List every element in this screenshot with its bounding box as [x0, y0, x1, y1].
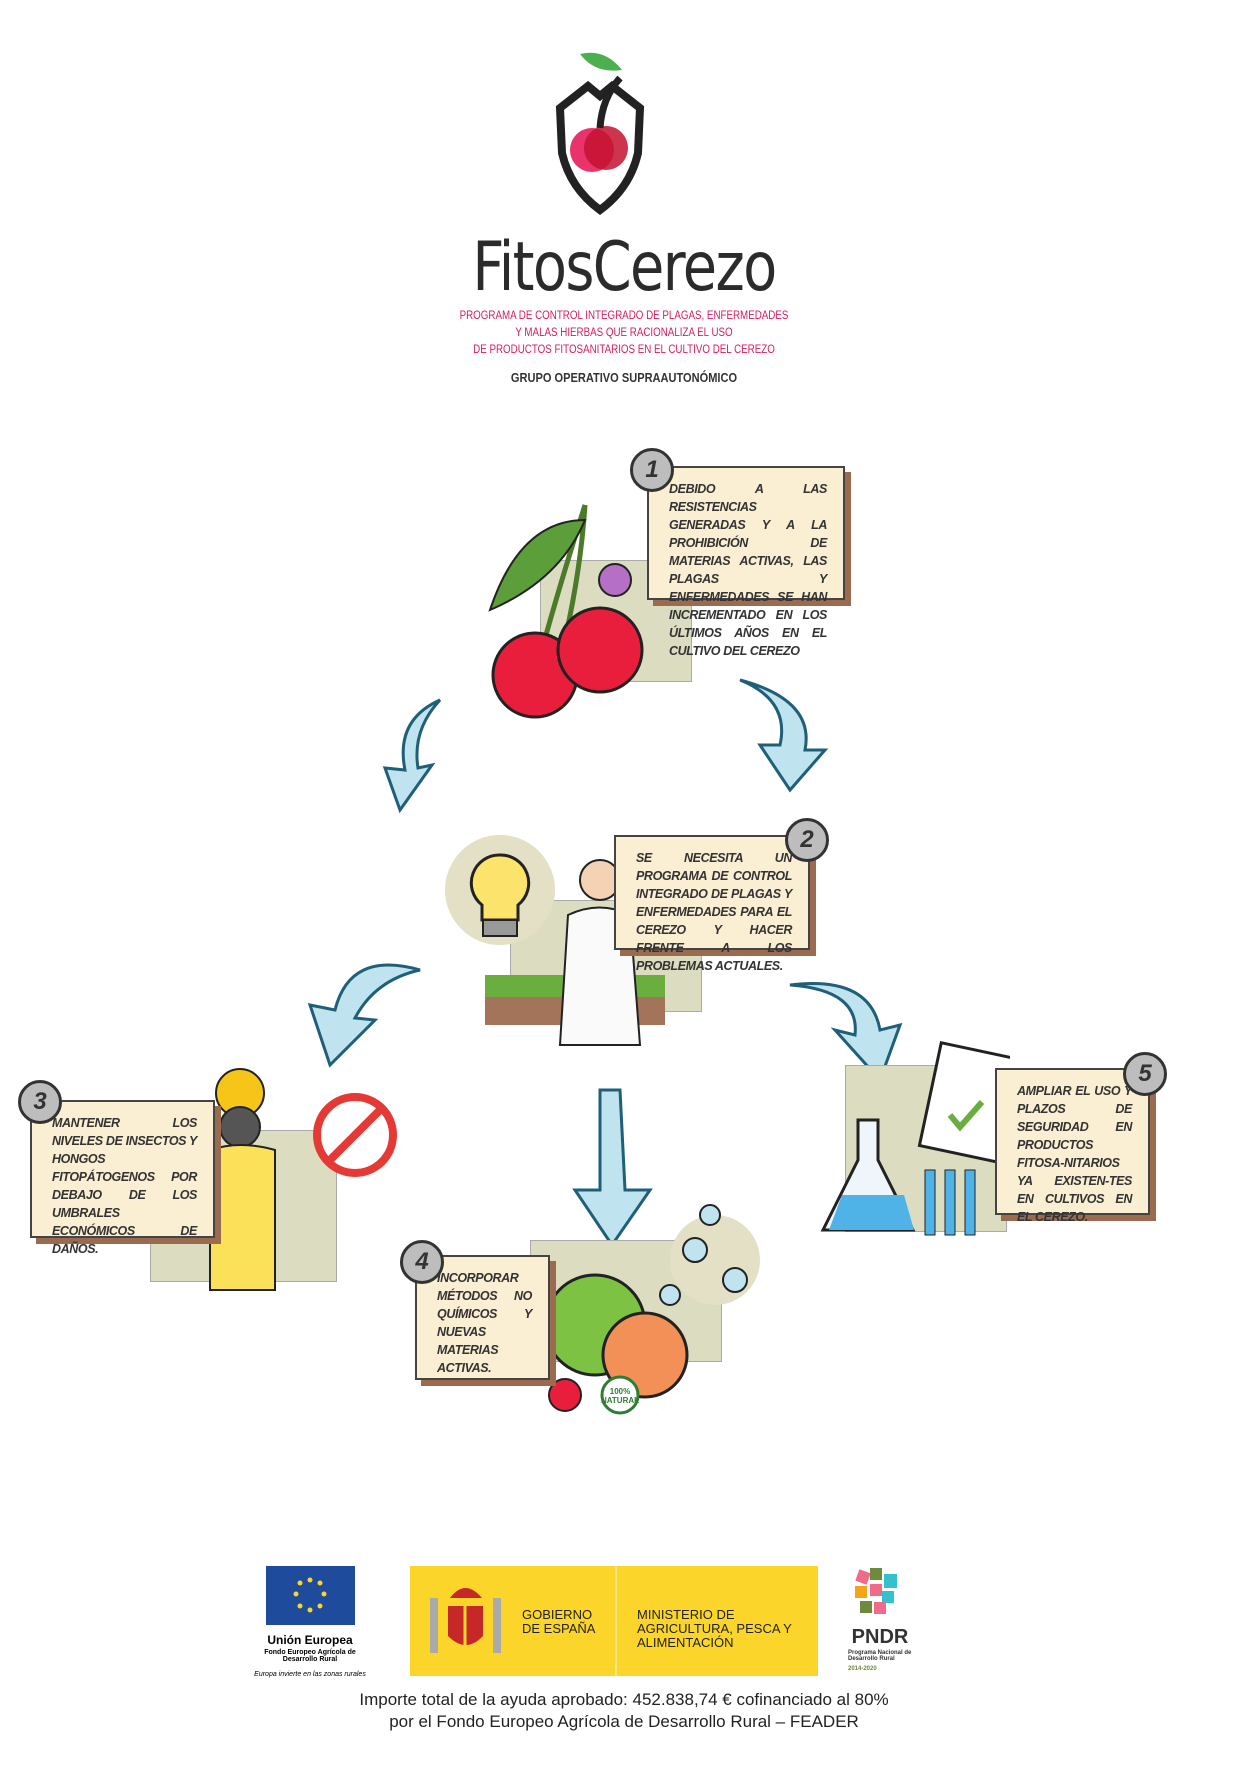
- step-3-box: Mantener los niveles de insectos y hongo…: [30, 1100, 215, 1256]
- step-4-badge: 4: [400, 1240, 444, 1284]
- step-2-text: Se necesita un programa de control integ…: [636, 851, 792, 973]
- step-5-text: Ampliar el uso y plazos de seguridad en …: [1017, 1084, 1132, 1224]
- cherries-illustration: [488, 504, 644, 719]
- cherry-shield-logo: [555, 52, 645, 215]
- subtitle-line: DE PRODUCTOS FITOSANITARIOS EN EL CULTIV…: [473, 344, 775, 356]
- step-4-box: Incorporar métodos no químicos y nuevas …: [415, 1255, 550, 1380]
- eu-fund: Fondo Europeo Agrícola de Desarrollo Rur…: [264, 1649, 356, 1663]
- eu-motto: Europa invierte en las zonas rurales: [254, 1671, 366, 1678]
- lab-clipboard-illustration: [820, 1040, 1010, 1236]
- step-1-text: Debido a las resistencias generadas y a …: [669, 482, 827, 658]
- fruits-molecule-illustration: [543, 1204, 760, 1415]
- government-banner: GOBIERNO DE ESPAÑA MINISTERIO DE AGRICUL…: [410, 1566, 818, 1676]
- sprayer-worker-illustration: [209, 1068, 397, 1291]
- pndr-years: 2014-2020: [848, 1666, 877, 1672]
- subtitle-line: Y MALAS HIERBAS QUE RACIONALIZA EL USO: [515, 327, 733, 339]
- pndr-name: PNDR: [851, 1626, 909, 1648]
- eu-flag: [266, 1566, 355, 1625]
- spain-coat-of-arms: [430, 1588, 501, 1653]
- pndr-desc: Programa Nacional de Desarrollo Rural: [848, 1650, 912, 1662]
- arrow-icon: [382, 698, 442, 814]
- step-2-box: Se necesita un programa de control integ…: [614, 835, 810, 973]
- step-1-badge: 1: [630, 448, 674, 492]
- eu-name: Unión Europea: [267, 1633, 353, 1647]
- group-label: GRUPO OPERATIVO SUPRAAUTONÓMICO: [510, 370, 738, 385]
- subtitle-line: PROGRAMA DE CONTROL INTEGRADO DE PLAGAS,…: [459, 310, 789, 322]
- step-4-text: Incorporar métodos no químicos y nuevas …: [437, 1271, 532, 1375]
- ministerio-label: MINISTERIO DE AGRICULTURA, PESCA Y ALIME…: [637, 1607, 792, 1650]
- arrow-icon: [307, 963, 421, 1068]
- app-title: FitosCerezo: [472, 228, 777, 307]
- natural-badge: 100% NATURAL: [600, 1387, 640, 1405]
- step-2-badge: 2: [785, 818, 829, 862]
- step-1-box: Debido a las resistencias generadas y a …: [647, 466, 845, 658]
- step-3-badge: 3: [18, 1080, 62, 1124]
- scientist-idea-illustration: [445, 835, 665, 1046]
- step-3-text: Mantener los niveles de insectos y hongo…: [52, 1116, 197, 1256]
- step-5-box: Ampliar el uso y plazos de seguridad en …: [995, 1068, 1150, 1224]
- arrow-icon: [739, 678, 829, 793]
- funding-line-2: por el Fondo Europeo Agrícola de Desarro…: [389, 1712, 859, 1731]
- pndr-logo: [855, 1568, 897, 1614]
- gobierno-label: GOBIERNO DE ESPAÑA: [522, 1607, 596, 1636]
- step-5-badge: 5: [1123, 1052, 1167, 1096]
- funding-line-1: Importe total de la ayuda aprobado: 452.…: [359, 1690, 889, 1709]
